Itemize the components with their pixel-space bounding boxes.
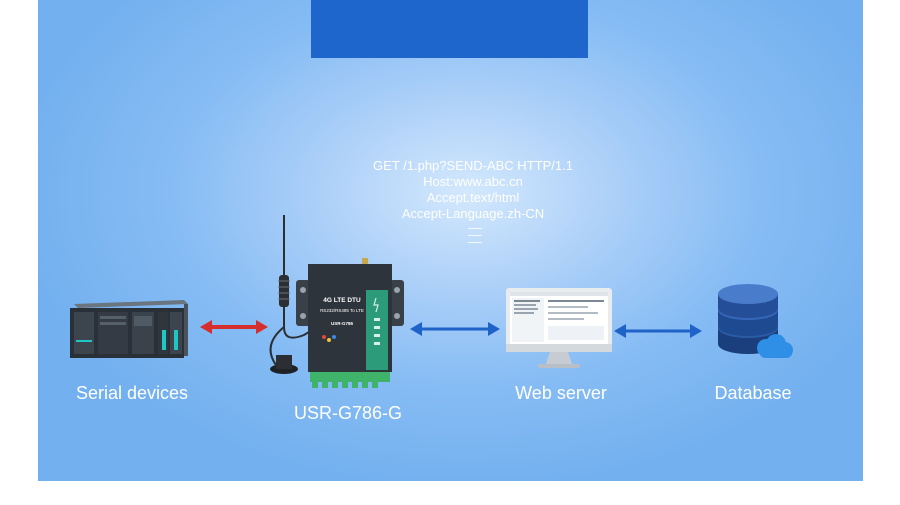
http-request-text: GET /1.php?SEND-ABC HTTP/1.1 Host:www.ab… — [338, 158, 608, 222]
device-title: 4G LTE DTU — [323, 297, 361, 304]
dtu-label: USR-G786-G — [293, 403, 403, 423]
plc-rack-icon — [70, 300, 188, 358]
server-database-arrow — [614, 324, 702, 338]
dtu-server-arrow — [410, 322, 500, 336]
http-line-4: Accept-Language.zh-CN — [401, 206, 545, 221]
http-line-2: Host:www.abc.cn — [423, 174, 523, 189]
diagram-canvas: GET /1.php?SEND-ABC HTTP/1.1 Host:www.ab… — [38, 0, 863, 481]
http-line-1: GET /1.php?SEND-ABC HTTP/1.1 — [373, 158, 573, 173]
antenna-icon — [269, 215, 315, 374]
device-subtitle: RS232/RS485 To LTE — [320, 308, 364, 313]
continuation-lines — [468, 228, 482, 249]
database-label: Database — [714, 383, 792, 403]
monitor-icon — [506, 288, 612, 368]
dtu-router-icon: 4G LTE DTU RS232/RS485 To LTE USR-G786 — [296, 258, 404, 388]
database-icon — [718, 284, 793, 358]
http-line-3: Accept.text/html — [426, 190, 520, 205]
header-bar — [311, 0, 588, 58]
cloud-icon — [757, 334, 793, 358]
serial-link-arrow — [200, 320, 268, 334]
serial-devices-label: Serial devices — [75, 383, 189, 403]
web-server-label: Web server — [515, 383, 607, 403]
device-model: USR-G786 — [331, 321, 354, 326]
